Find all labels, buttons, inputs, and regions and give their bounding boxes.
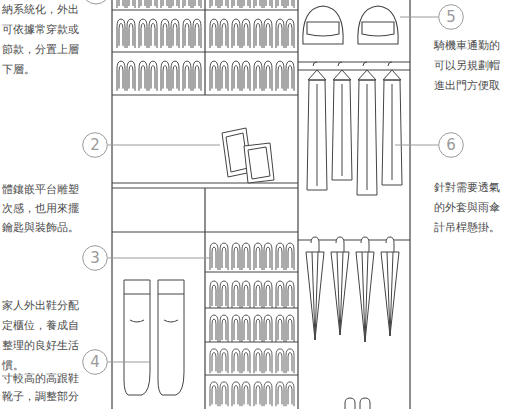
- cabinet-frame: [112, 0, 410, 409]
- illustration-part: [108, 17, 438, 362]
- illustration-part: [210, 382, 294, 406]
- circle-outline: [83, 133, 108, 158]
- circle-outline: [83, 350, 108, 375]
- illustration-part: [210, 0, 294, 8]
- note-text: 騎機車通勤的 可以另規劃帽 進出門方便取: [434, 36, 503, 96]
- callout-number: 6: [438, 132, 464, 158]
- illustration-part: [331, 237, 349, 335]
- illustration-part: [112, 0, 410, 409]
- circle-outline: [439, 5, 464, 30]
- illustration-part: [298, 62, 410, 240]
- hanging-umbrellas: [306, 237, 399, 342]
- illustration-part: [112, 183, 298, 232]
- illustration-part: [356, 237, 374, 342]
- note-text: 寸較高的高跟鞋 靴子，調整部分: [2, 370, 80, 406]
- callout-circle: 4: [82, 349, 108, 375]
- illustration-part: [303, 6, 343, 44]
- note-text: 針對需要透氣 的外套與雨傘 計吊桿懸掛。: [434, 178, 503, 238]
- hanging-coats: [307, 62, 402, 195]
- illustration-part: [332, 62, 352, 180]
- illustration-part: [117, 61, 201, 91]
- illustration-part: [117, 19, 201, 48]
- illustration-part: [358, 6, 398, 44]
- callout-number: 2: [82, 132, 108, 158]
- illustration-part: [117, 0, 201, 8]
- slippers: [345, 398, 370, 409]
- photo-frames: [222, 128, 274, 183]
- helmets: [303, 6, 398, 44]
- note-text: 家人外出鞋分配 定櫃位，養成自 整理的良好生活 慣。: [2, 296, 80, 376]
- illustration-part: [306, 237, 324, 340]
- leader-lines: [82, 0, 438, 362]
- callout-circle: 2: [82, 132, 108, 158]
- circle-outline: [439, 133, 464, 158]
- callout-number: 4: [82, 349, 108, 375]
- illustration-part: [357, 62, 377, 195]
- illustration-part: [210, 19, 294, 48]
- illustration-part: [210, 243, 294, 270]
- callout-circle: 3: [82, 245, 108, 271]
- callout-circle: 5: [438, 4, 464, 30]
- illustration-part: [345, 398, 370, 409]
- illustration-part: [307, 62, 327, 190]
- callout-number: 5: [438, 4, 464, 30]
- illustration-part: [210, 61, 294, 91]
- shoe-rows: [117, 0, 294, 406]
- note-text: 體鑲嵌平台雕塑 次感，也用來擺 鑰匙與裝飾品。: [2, 180, 80, 237]
- illustration-part: [124, 280, 150, 395]
- illustration-part: [381, 237, 399, 336]
- boots: [124, 280, 184, 395]
- illustration-part: [205, 232, 298, 409]
- illustration-part: [244, 143, 274, 183]
- illustration-part: [210, 281, 294, 308]
- illustration-part: [210, 315, 294, 342]
- illustration-part: [158, 280, 184, 395]
- circle-outline: [83, 246, 108, 271]
- illustration-part: [210, 349, 294, 373]
- illustration-part: [82, 0, 110, 4]
- illustration-part: [112, 0, 298, 95]
- illustration-part: [382, 62, 402, 185]
- callout-number: 3: [82, 245, 108, 271]
- note-text: 納系統化，外出 可依據常穿款或 節款，分置上層 下層。: [2, 0, 80, 80]
- callout-circle: 6: [438, 132, 464, 158]
